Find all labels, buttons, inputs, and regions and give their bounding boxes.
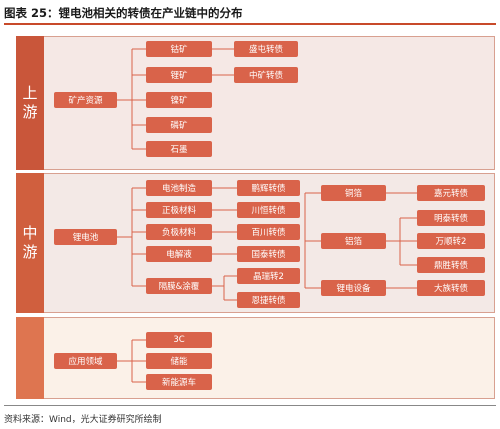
node-lithium-battery: 锂电池	[54, 229, 117, 245]
bond-dazu: 大族转债	[417, 280, 485, 296]
downstream-band	[43, 317, 495, 399]
upstream-stage-char-2: 游	[22, 103, 38, 121]
bond-guotai: 国泰转债	[237, 246, 300, 262]
bond-mingtai: 明泰转债	[417, 210, 485, 226]
node-copper-foil: 铜箔	[321, 185, 386, 201]
bond-wanshun: 万顺转2	[417, 233, 485, 249]
bond-zhongkuang: 中矿转债	[234, 67, 298, 83]
node-3c: 3C	[146, 332, 212, 348]
node-cobalt-ore: 钴矿	[146, 41, 212, 57]
bond-enjie: 恩捷转债	[237, 292, 300, 308]
node-battery-equipment: 锂电设备	[321, 280, 386, 296]
bond-jiayuan: 嘉元转债	[417, 185, 485, 201]
node-cathode-material: 正极材料	[146, 202, 212, 218]
bond-penghui: 鹏辉转债	[237, 180, 300, 196]
node-nickel-ore: 镍矿	[146, 92, 212, 108]
source-rule	[4, 405, 496, 406]
title-rule	[4, 23, 496, 25]
bond-chuanheng: 川恒转债	[237, 202, 300, 218]
node-new-energy-vehicle: 新能源车	[146, 374, 212, 390]
node-graphite: 石墨	[146, 141, 212, 157]
upstream-stage-label: 上 游	[16, 36, 44, 170]
node-battery-manufacturing: 电池制造	[146, 180, 212, 196]
figure-title: 图表 25：锂电池相关的转债在产业链中的分布	[4, 6, 243, 20]
midstream-stage-char-2: 游	[22, 243, 38, 261]
bond-jingrui: 晶瑞转2	[237, 268, 300, 284]
node-lithium-ore: 锂矿	[146, 67, 212, 83]
upstream-stage-char-1: 上	[22, 84, 38, 102]
bond-dingsheng: 鼎胜转债	[417, 257, 485, 273]
midstream-stage-label: 中 游	[16, 173, 44, 313]
downstream-stage-label	[16, 317, 44, 399]
node-aluminum-foil: 铝箔	[321, 233, 386, 249]
node-phosphate-ore: 磷矿	[146, 117, 212, 133]
bond-shengtun: 盛屯转债	[234, 41, 298, 57]
source-note: 资料来源：Wind，光大证券研究所绘制	[4, 415, 162, 425]
node-electrolyte: 电解液	[146, 246, 212, 262]
node-energy-storage: 储能	[146, 353, 212, 369]
node-application-fields: 应用领域	[54, 353, 117, 369]
node-separator-coating: 隔膜&涂覆	[146, 278, 212, 294]
node-anode-material: 负极材料	[146, 224, 212, 240]
node-mineral-resources: 矿产资源	[54, 92, 117, 108]
midstream-stage-char-1: 中	[22, 224, 38, 242]
upstream-band	[43, 36, 495, 170]
bond-baichuan: 百川转债	[237, 224, 300, 240]
